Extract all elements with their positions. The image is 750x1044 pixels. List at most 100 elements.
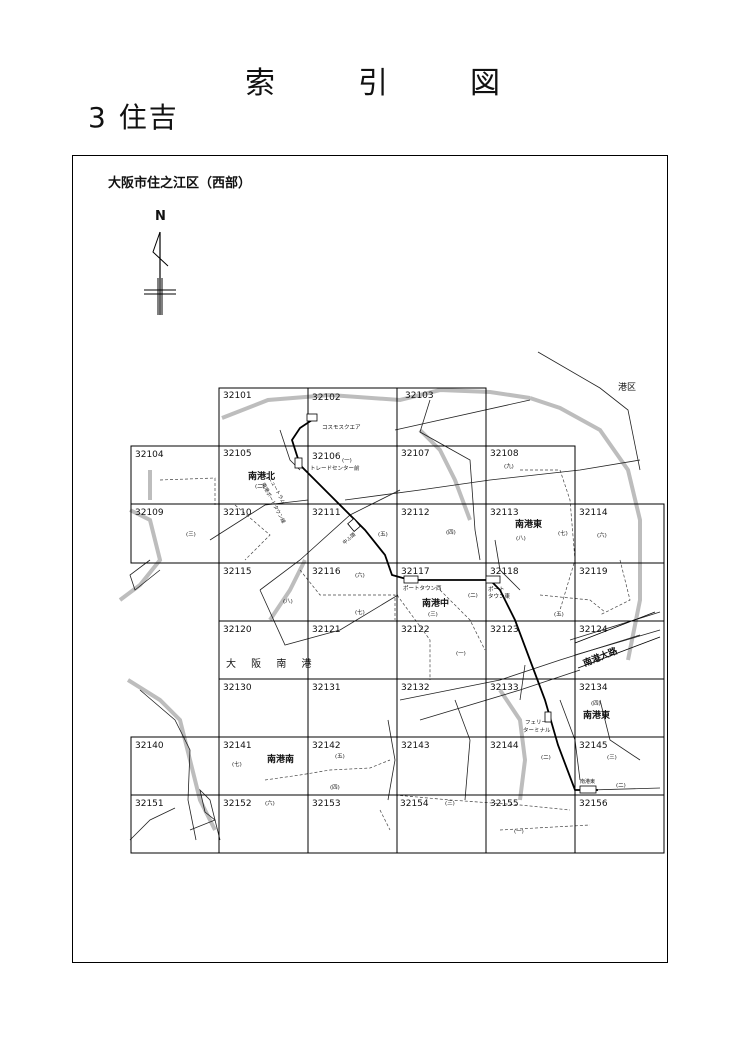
station-label-cosmo-square: コスモスクエア	[322, 425, 361, 431]
chome-label: (二)	[616, 783, 626, 789]
cell-label[interactable]: 32151	[135, 799, 164, 809]
cell-label[interactable]: 32155	[490, 799, 519, 809]
cell-label[interactable]: 32118	[490, 567, 519, 577]
cell-label[interactable]: 32156	[579, 799, 608, 809]
north-arrow-icon	[144, 231, 176, 315]
cell-label[interactable]: 32124	[579, 625, 608, 635]
cell-label[interactable]: 32153	[312, 799, 341, 809]
cell-label[interactable]: 32143	[401, 741, 430, 751]
cell-label[interactable]: 32154	[400, 799, 429, 809]
chome-label: (八)	[516, 536, 526, 542]
chome-label: (四)	[446, 530, 456, 536]
cell-label[interactable]: 32140	[135, 741, 164, 751]
chome-label: (五)	[335, 754, 345, 760]
area-label-osaka-nanko: 大 阪 南 港	[226, 659, 318, 670]
station-trade-center	[294, 457, 303, 469]
cell-label[interactable]: 32141	[223, 741, 252, 751]
station-port-town-east	[485, 575, 501, 584]
chome-label: (四)	[591, 701, 601, 707]
chome-label: (一)	[456, 651, 466, 657]
map-frame	[72, 155, 668, 963]
station-label-port-town-east-2: タウン東	[488, 594, 511, 600]
nanko-oji-road	[574, 611, 661, 669]
cell-label[interactable]: 32144	[490, 741, 519, 751]
cell-label[interactable]: 32133	[490, 683, 519, 693]
cell-label[interactable]: 32107	[401, 449, 430, 459]
chome-label: (七)	[232, 762, 242, 768]
cell-label[interactable]: 32120	[223, 625, 252, 635]
cell-label[interactable]: 32105	[223, 449, 252, 459]
station-label-ferry-1: フェリー	[525, 720, 548, 726]
cell-label[interactable]: 32112	[401, 508, 430, 518]
port-ward-label: 港区	[618, 383, 637, 393]
district-boundaries	[159, 469, 631, 831]
cell-label[interactable]: 32130	[223, 683, 252, 693]
station-label-trade-center: トレードセンター前	[310, 466, 360, 472]
chome-label: (三)	[428, 612, 438, 618]
station-label-ferry-2: ターミナル	[523, 728, 551, 734]
cell-label[interactable]: 32103	[405, 391, 434, 401]
chome-label: (五)	[554, 612, 564, 618]
area-label-nanko-higashi-2: 南港東	[583, 711, 611, 721]
chome-label: (一)	[342, 458, 352, 464]
chome-label: (六)	[597, 533, 607, 539]
area-label-nanko-higashi: 南港東	[515, 520, 543, 530]
cell-label[interactable]: 32123	[490, 625, 519, 635]
chome-label: (六)	[265, 801, 275, 807]
roads-and-boundaries	[129, 351, 661, 841]
coastline	[118, 387, 642, 831]
cell-label[interactable]: 32111	[312, 508, 341, 518]
section-subtitle: 3 住吉	[88, 101, 179, 134]
cell-label[interactable]: 32121	[312, 625, 341, 635]
station-label-port-town-west: ポートタウン西	[403, 586, 442, 592]
cell-label[interactable]: 32145	[579, 741, 608, 751]
area-label-nanko-kita: 南港北	[248, 472, 276, 482]
cell-label[interactable]: 32134	[579, 683, 608, 693]
cell-label[interactable]: 32110	[223, 508, 252, 518]
station-nakafuto	[347, 518, 361, 532]
area-label-nanko-minami: 南港南	[267, 755, 295, 765]
cell-label[interactable]: 32115	[223, 567, 252, 577]
chome-label: (二)	[541, 755, 551, 761]
cell-label[interactable]: 32152	[223, 799, 252, 809]
station-nanko-higashi	[579, 785, 597, 794]
cell-label[interactable]: 32108	[490, 449, 519, 459]
title-char-3: 図	[470, 66, 500, 101]
cell-label[interactable]: 32119	[579, 567, 608, 577]
cell-label[interactable]: 32132	[401, 683, 430, 693]
chome-label: (一)	[514, 829, 524, 835]
station-label-port-town-east-1: ポート	[488, 587, 505, 593]
stations	[294, 413, 597, 794]
cell-label[interactable]: 32102	[312, 393, 341, 403]
index-map-title: 索 引 図	[0, 64, 750, 104]
cell-label[interactable]: 32116	[312, 567, 341, 577]
cell-label[interactable]: 32122	[401, 625, 430, 635]
cell-label[interactable]: 32142	[312, 741, 341, 751]
chome-label: (五)	[378, 532, 388, 538]
chome-label: (六)	[355, 573, 365, 579]
station-cosmo-square	[306, 413, 318, 422]
cell-label[interactable]: 32109	[135, 508, 164, 518]
north-label: N	[155, 209, 166, 224]
chome-label: (二)	[468, 593, 478, 599]
chome-label: (七)	[355, 610, 365, 616]
station-ferry-terminal	[544, 711, 552, 723]
chome-label: (三)	[445, 801, 455, 807]
chome-label: (二)	[255, 484, 265, 490]
station-port-town-west	[403, 575, 419, 584]
chome-label: (三)	[607, 755, 617, 761]
chome-label: (九)	[504, 464, 514, 470]
title-char-2: 引	[358, 66, 388, 101]
cell-label[interactable]: 32106	[312, 452, 341, 462]
ward-label: 大阪市住之江区（西部）	[108, 176, 252, 191]
station-label-nanko-higashi: 南港東	[580, 779, 596, 785]
chome-label: (八)	[283, 599, 293, 605]
cell-label[interactable]: 32113	[490, 508, 519, 518]
chome-label: (七)	[558, 531, 568, 537]
cell-label[interactable]: 32104	[135, 450, 164, 460]
cell-label[interactable]: 32101	[223, 391, 252, 401]
title-char-1: 索	[245, 66, 275, 101]
cell-label[interactable]: 32117	[401, 567, 430, 577]
cell-label[interactable]: 32131	[312, 683, 341, 693]
cell-label[interactable]: 32114	[579, 508, 608, 518]
